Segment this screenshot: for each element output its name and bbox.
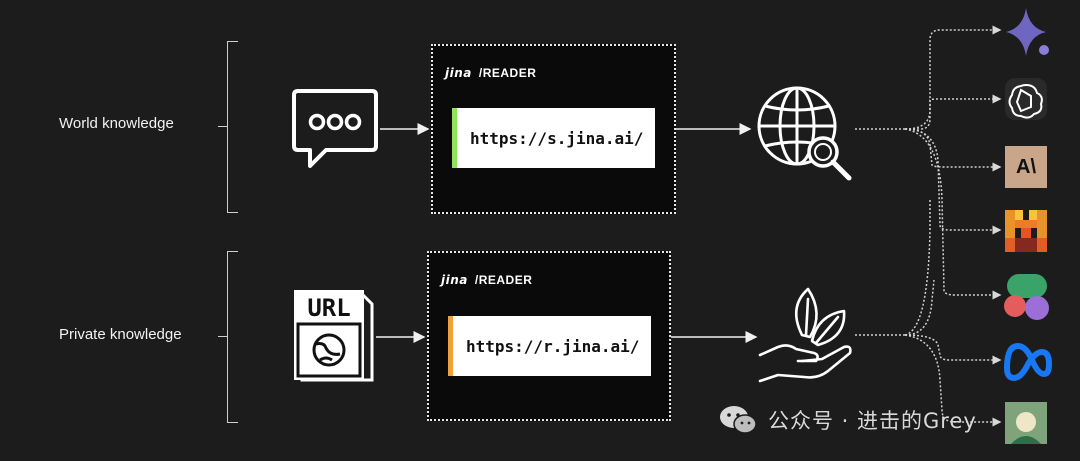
reader-brand-text: /READER (478, 66, 537, 80)
world-url-field[interactable]: https://s.jina.ai/ (452, 108, 655, 168)
world-url-text: https://s.jina.ai/ (470, 128, 644, 148)
jina-logo: jina (441, 273, 468, 287)
private-url-accent (448, 316, 453, 376)
chat-bubble-icon (292, 89, 378, 168)
world-knowledge-tick (218, 126, 228, 127)
private-knowledge-bracket (227, 251, 238, 423)
meta-icon (1004, 343, 1052, 381)
private-reader-box: jina/READER https://r.jina.ai/ (427, 251, 671, 421)
private-reader-brand: jina/READER (441, 273, 532, 287)
mistral-icon (1005, 210, 1047, 252)
watermark-text: 公众号 · 进击的Grey (768, 409, 977, 433)
perplexity-icon (1004, 274, 1049, 320)
world-knowledge-label: World knowledge (59, 115, 174, 132)
url-document-text: URL (307, 294, 351, 322)
private-knowledge-tick (218, 336, 228, 337)
watermark: 公众号 · 进击的Grey (718, 403, 977, 437)
anthropic-logo-text: A\ (1016, 156, 1036, 178)
avatar-icon (1005, 402, 1047, 444)
private-url-text: https://r.jina.ai/ (466, 336, 640, 356)
url-document-icon: URL (290, 288, 378, 384)
world-reader-brand: jina/READER (445, 66, 536, 80)
openai-icon (1005, 78, 1047, 120)
world-reader-box: jina/READER https://s.jina.ai/ (431, 44, 676, 214)
globe-search-icon (757, 86, 852, 181)
gemini-icon (1006, 8, 1049, 56)
fanout-lines (855, 25, 1002, 427)
private-knowledge-label: Private knowledge (59, 326, 182, 343)
reader-brand-text: /READER (474, 273, 533, 287)
world-knowledge-bracket (227, 41, 238, 213)
wechat-icon (720, 406, 757, 434)
private-url-field[interactable]: https://r.jina.ai/ (448, 316, 651, 376)
world-url-accent (452, 108, 457, 168)
jina-logo: jina (445, 66, 472, 80)
hand-leaves-icon (758, 287, 852, 383)
anthropic-icon: A\ (1005, 146, 1047, 188)
